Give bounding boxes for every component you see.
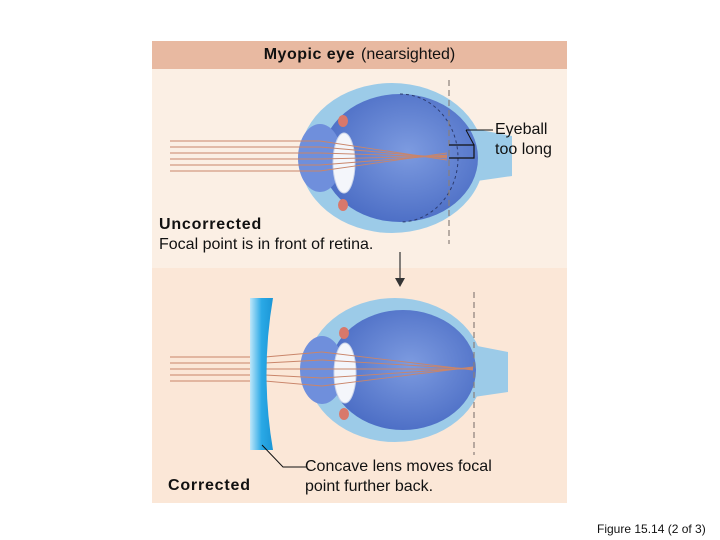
uncorrected-caption: Focal point is in front of retina. — [159, 235, 373, 255]
corrected-caption-line2: point further back. — [305, 477, 492, 497]
eyeball-label-line1: Eyeball — [495, 120, 552, 140]
iris-bottom — [339, 408, 349, 420]
iris-top — [339, 327, 349, 339]
corrected-heading: Corrected — [168, 477, 251, 495]
arrow-head — [395, 278, 405, 287]
uncorrected-heading: Uncorrected — [159, 216, 373, 234]
eyeball-label-line2: too long — [495, 140, 552, 160]
concave-lens — [250, 298, 273, 450]
iris-top — [338, 115, 348, 127]
corrected-eye — [170, 292, 508, 455]
corrected-caption: Concave lens moves focal point further b… — [305, 457, 492, 497]
figure-caption: Figure 15.14 (2 of 3) — [597, 522, 706, 536]
eyeball-label: Eyeball too long — [495, 120, 552, 160]
corrected-caption-line1: Concave lens moves focal — [305, 457, 492, 477]
uncorrected-label: Uncorrected Focal point is in front of r… — [159, 216, 373, 255]
crystalline-lens — [334, 343, 356, 403]
iris-bottom — [338, 199, 348, 211]
